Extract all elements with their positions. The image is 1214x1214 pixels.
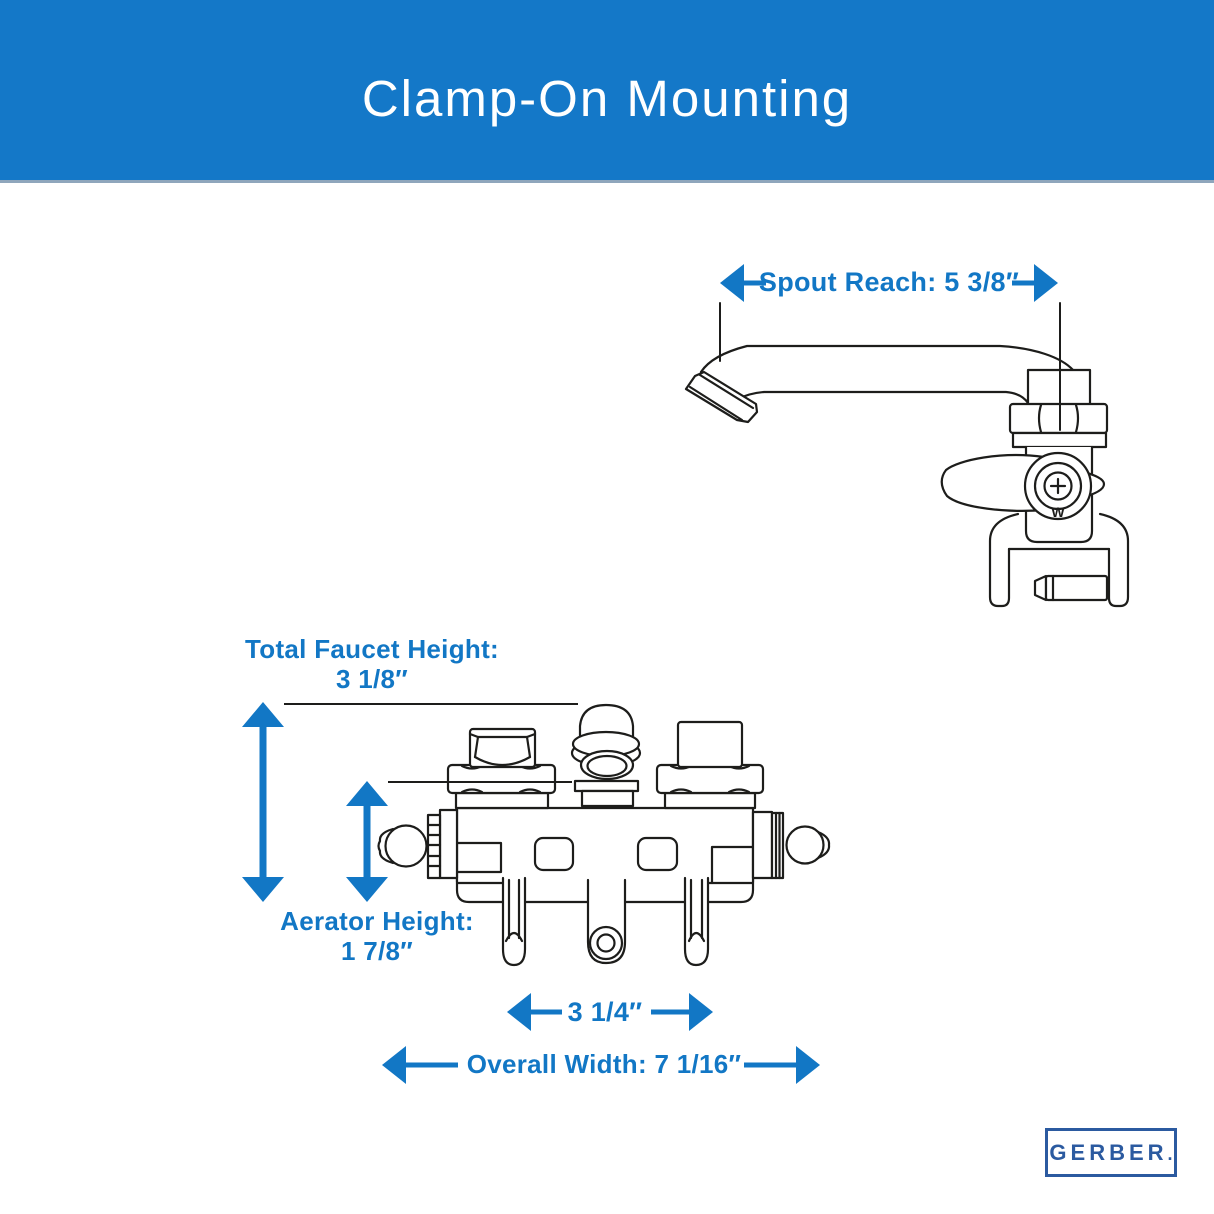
arrowhead-down bbox=[242, 877, 284, 902]
end-cap-right bbox=[751, 810, 774, 880]
knob-face bbox=[525, 735, 532, 759]
dimension-graphics bbox=[242, 264, 1058, 1084]
overall-width-label: Overall Width: 7 1/16″ bbox=[466, 1049, 742, 1079]
total-height-arrow bbox=[242, 702, 284, 902]
knob-wing-right bbox=[816, 830, 831, 860]
total-faucet-height-value: 3 1/8″ bbox=[335, 664, 409, 694]
clamp-arm-left bbox=[988, 512, 1020, 608]
spout-reach-label: Spout Reach: 5 3/8″ bbox=[758, 267, 1020, 297]
ball-knob-left bbox=[384, 824, 428, 868]
mounting-centers-label: 3 1/4″ bbox=[567, 997, 643, 1027]
mounting-centers-arrow bbox=[507, 993, 713, 1031]
total-faucet-height-text: Total Faucet Height: bbox=[245, 634, 499, 664]
arrowhead-right bbox=[1034, 264, 1058, 302]
aerator-tip-line bbox=[688, 385, 744, 422]
aerator-height-text: Aerator Height: bbox=[280, 906, 474, 936]
faucet-side-view: W bbox=[684, 302, 1130, 608]
arrow-shaft bbox=[744, 1062, 798, 1068]
arrow-shaft bbox=[363, 804, 371, 879]
tab-hole bbox=[596, 933, 616, 953]
hex-facet bbox=[1074, 403, 1080, 434]
aerator-tip-line bbox=[698, 373, 755, 410]
clamp-leg-right bbox=[683, 876, 710, 967]
nut-relief bbox=[518, 788, 542, 794]
arrowhead-left bbox=[720, 264, 744, 302]
arrowhead-down bbox=[346, 877, 388, 902]
body-step-right bbox=[710, 845, 755, 885]
spout-top-edge bbox=[699, 344, 1075, 374]
aerator-height-label: Aerator Height: 1 7/8″ bbox=[280, 906, 474, 966]
arrowhead-right bbox=[689, 993, 713, 1031]
hex-nut bbox=[1008, 402, 1109, 435]
aerator-height-arrow bbox=[346, 781, 388, 902]
ribbed-nipple-left bbox=[426, 813, 442, 880]
gerber-logo: GERBER. bbox=[1045, 1128, 1177, 1177]
arrowhead-up bbox=[242, 702, 284, 727]
nut-flange bbox=[1011, 431, 1108, 449]
spout-reach-arrow bbox=[720, 264, 1058, 302]
arrow-shaft bbox=[651, 1009, 691, 1015]
overall-width-arrow bbox=[382, 1046, 820, 1084]
gerber-logo-text: GERBER. bbox=[1049, 1140, 1172, 1166]
knob-face bbox=[473, 735, 480, 759]
arrowhead-up bbox=[346, 781, 388, 806]
union-flange-left bbox=[454, 791, 550, 810]
gerber-wordmark: GERBER bbox=[1049, 1139, 1168, 1165]
handle-index-letter: W bbox=[1051, 504, 1065, 520]
arrow-shaft bbox=[742, 280, 766, 286]
ball-knob-right bbox=[785, 825, 825, 865]
stem-knob-left bbox=[468, 727, 537, 769]
clamp-arm-right bbox=[1098, 512, 1130, 608]
arrow-shaft bbox=[404, 1062, 458, 1068]
handle-blade bbox=[940, 454, 1047, 512]
knob-wing-left bbox=[377, 827, 395, 865]
aerator-height-value: 1 7/8″ bbox=[340, 936, 414, 966]
title-banner: Clamp-On Mounting bbox=[0, 0, 1214, 183]
spout-bottom-edge bbox=[736, 390, 1030, 405]
arrow-shaft bbox=[1012, 280, 1036, 286]
spout-shank bbox=[580, 789, 635, 808]
arrowhead-left bbox=[382, 1046, 406, 1084]
spout-opening-inner bbox=[586, 754, 628, 778]
stem-knob-right bbox=[676, 720, 744, 769]
union-flange-right bbox=[663, 791, 757, 810]
clamp-leg-left bbox=[501, 876, 527, 967]
arrow-shaft bbox=[259, 725, 267, 879]
knob-face bbox=[473, 755, 532, 767]
registered-mark: . bbox=[1167, 1143, 1173, 1164]
end-cap-left bbox=[438, 808, 459, 880]
clamp-screw bbox=[1044, 574, 1109, 602]
leg-pad bbox=[504, 931, 524, 943]
aerator-tip bbox=[684, 370, 759, 424]
spout-plate bbox=[573, 779, 640, 793]
leg-pad bbox=[687, 931, 706, 943]
knob-face bbox=[468, 732, 537, 739]
hex-facet bbox=[1037, 403, 1043, 434]
nut-relief bbox=[669, 788, 693, 794]
faucet-front-view bbox=[377, 703, 831, 967]
clamp-screw-tip bbox=[1033, 574, 1048, 602]
ribbed-nipple-right bbox=[770, 811, 785, 880]
body-step-left bbox=[455, 841, 503, 874]
arrowhead-right bbox=[796, 1046, 820, 1084]
total-faucet-height-label: Total Faucet Height: 3 1/8″ bbox=[245, 634, 499, 694]
body-notch bbox=[636, 836, 679, 872]
page-title: Clamp-On Mounting bbox=[361, 69, 853, 127]
nut-relief bbox=[727, 788, 751, 794]
arrowhead-left bbox=[507, 993, 531, 1031]
nut-relief bbox=[460, 788, 484, 794]
arrow-shaft bbox=[529, 1009, 562, 1015]
union-nut-right bbox=[655, 763, 765, 795]
body-notch bbox=[533, 836, 575, 872]
union-nut-left bbox=[446, 763, 557, 795]
